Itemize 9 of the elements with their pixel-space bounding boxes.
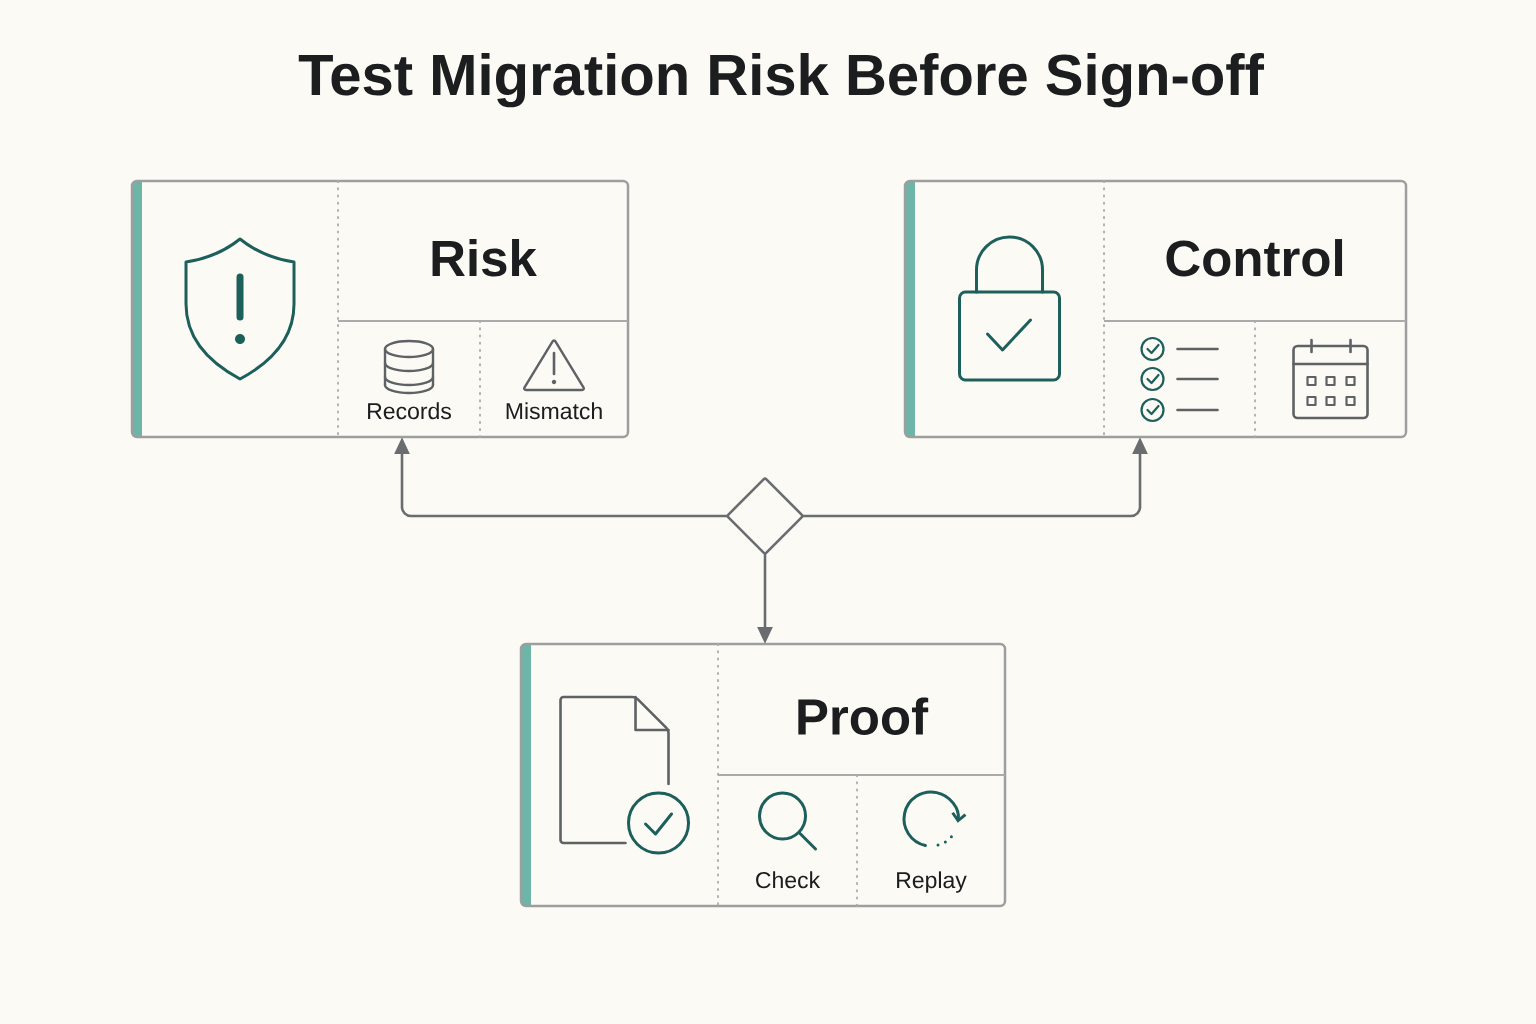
card-title: Proof [798,697,929,735]
card-title: Risk [432,239,537,277]
title: Test Migration Risk Before Sign-off [298,53,1264,108]
icon-label: Mismatch [506,402,602,420]
icon-label: Replay [897,871,967,893]
decision-diamond [726,477,804,555]
icon-label: Records [368,402,451,420]
card-title: Control [1166,239,1343,277]
icon-label: Check [756,871,821,889]
